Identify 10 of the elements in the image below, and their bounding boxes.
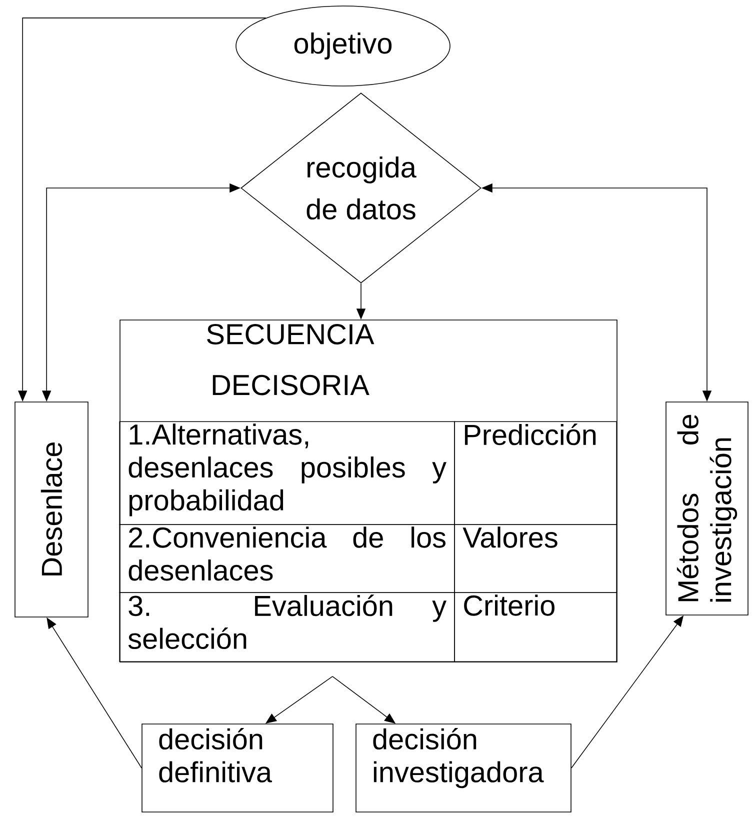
table-cell: 2.Conveniencia de los desenlaces <box>119 524 455 593</box>
process-box: Métodos de investigación <box>666 402 748 616</box>
table-cell: Valores <box>454 524 617 593</box>
table-cell: 3. Evaluación y selección <box>119 592 455 662</box>
process-box: decisión definitiva <box>142 724 334 812</box>
table-cell: Criterio <box>454 592 617 662</box>
process-box: Desenlace <box>14 402 88 618</box>
table-cell: Predicción <box>454 421 617 525</box>
table-cell: 1.Alternativas, desenlaces posibles y probabilidad <box>119 421 455 525</box>
process-box: decisión investigadora <box>356 724 572 812</box>
